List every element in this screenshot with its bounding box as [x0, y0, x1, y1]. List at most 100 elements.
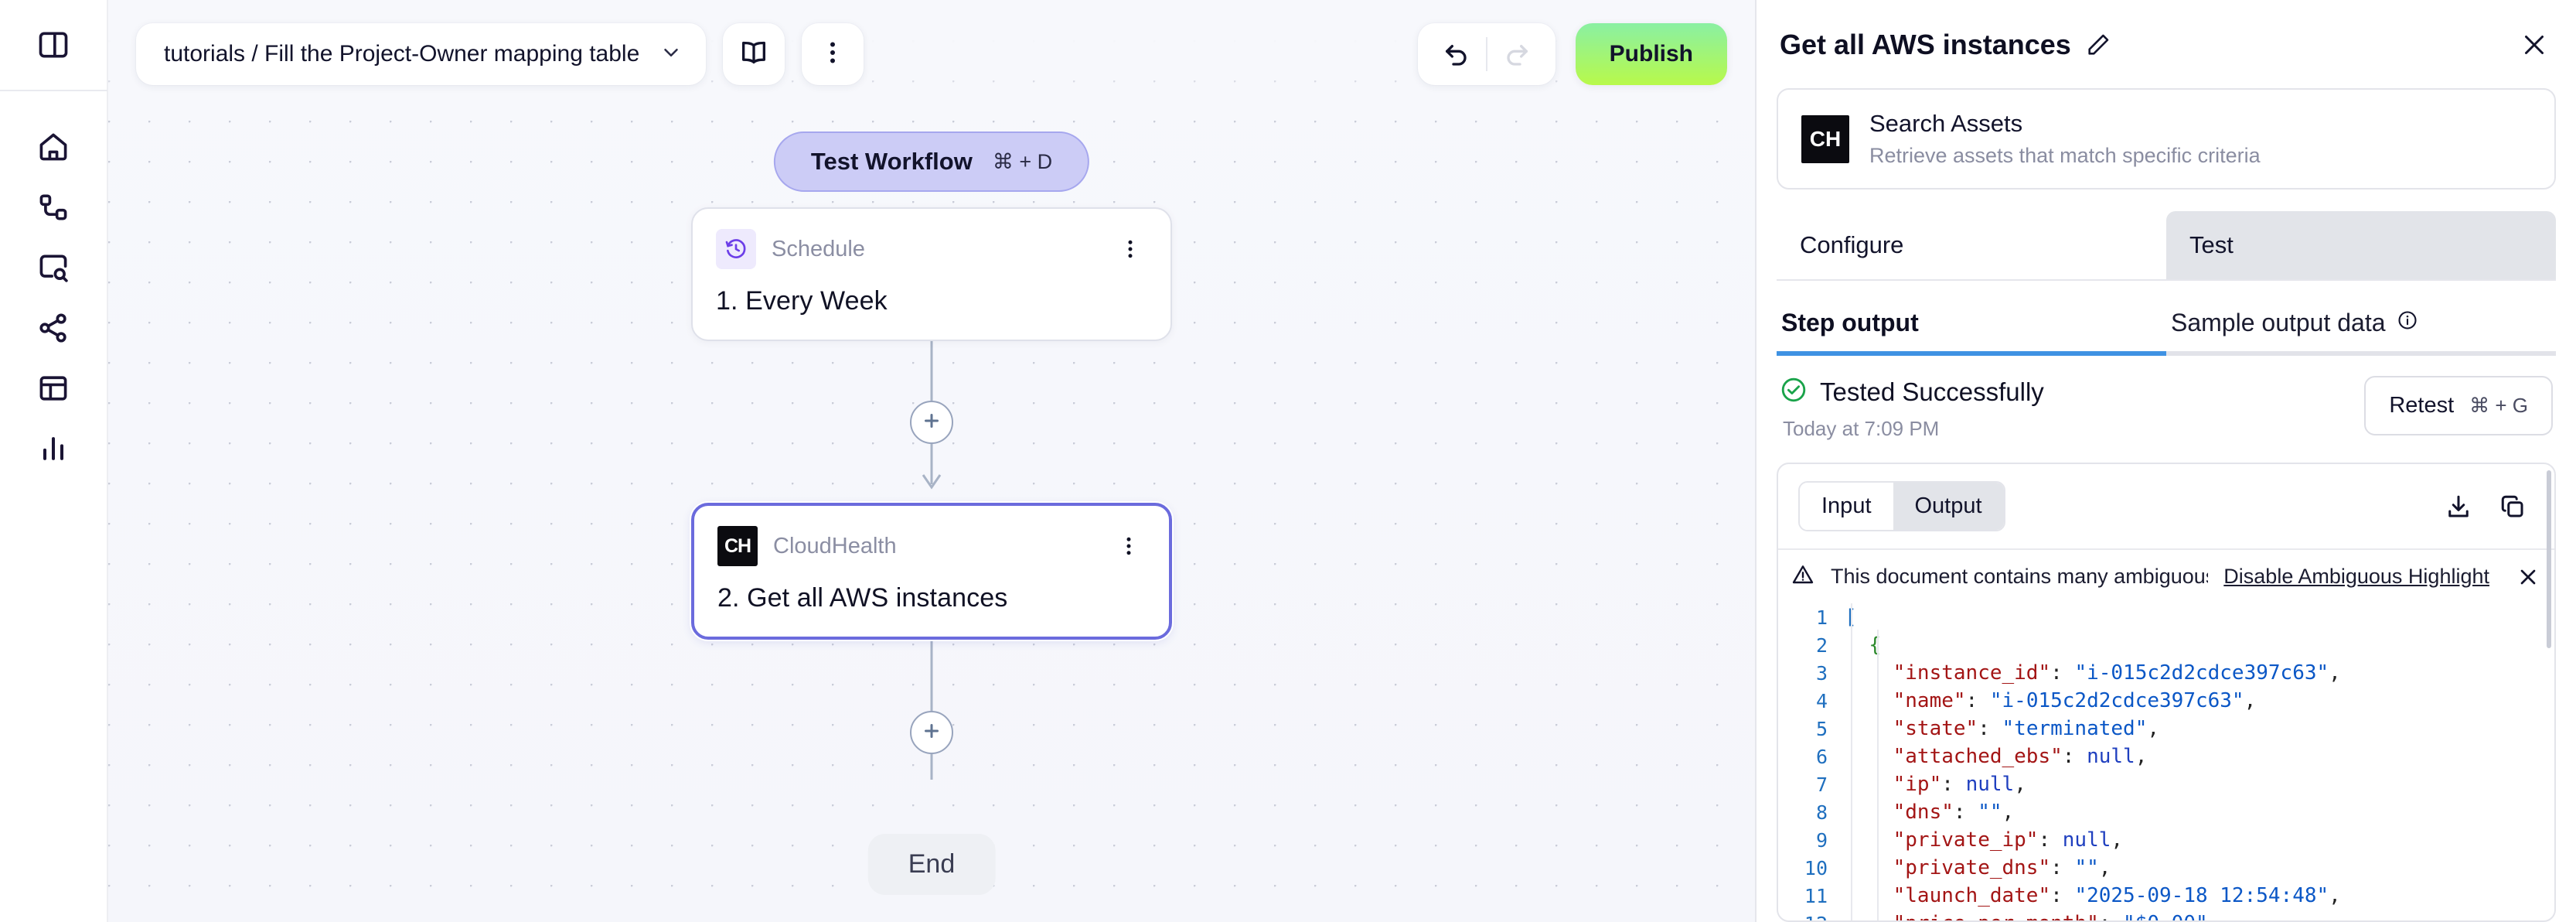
- redo-button[interactable]: [1487, 23, 1545, 85]
- retest-button[interactable]: Retest ⌘ + G: [2364, 376, 2553, 435]
- clock-icon: [716, 229, 756, 269]
- node-header: CH CloudHealth: [717, 526, 1146, 566]
- close-icon[interactable]: [2516, 26, 2553, 63]
- disable-ambiguous-highlight-link[interactable]: Disable Ambiguous Highlight: [2223, 565, 2489, 588]
- page-title: Get all AWS instances: [1780, 29, 2071, 60]
- line-number: 10: [1804, 856, 1828, 879]
- node-more-button[interactable]: [1113, 229, 1147, 269]
- undo-button[interactable]: [1429, 23, 1486, 85]
- workflow-node-schedule[interactable]: Schedule 1. Every Week: [691, 207, 1172, 341]
- code-text: [: [1845, 606, 1857, 629]
- tab-configure[interactable]: Configure: [1777, 211, 2166, 279]
- code-line: 7 "ip": null,: [1778, 770, 2554, 798]
- io-actions: [2445, 493, 2534, 521]
- canvas-more-button[interactable]: [802, 23, 864, 85]
- cloudhealth-logo-icon: CH: [1801, 114, 1849, 163]
- code-line: 8 "dns": "",: [1778, 798, 2554, 826]
- table-icon: [36, 371, 70, 405]
- book-icon: [738, 37, 769, 72]
- code-text: "instance_id": "i-015c2d2cdce397c63",: [1893, 661, 2341, 685]
- workflow-node-cloudhealth[interactable]: CH CloudHealth 2. Get all AWS instances: [691, 503, 1172, 640]
- line-number: 1: [1815, 606, 1828, 629]
- action-card[interactable]: CH Search Assets Retrieve assets that ma…: [1777, 88, 2556, 190]
- code-scrollbar[interactable]: [2547, 470, 2551, 648]
- io-segmented-control: Input Output: [1798, 481, 2005, 531]
- action-name: Search Assets: [1869, 110, 2023, 137]
- test-status-row: Tested Successfully Today at 7:09 PM Ret…: [1777, 376, 2556, 441]
- line-number: 7: [1815, 773, 1828, 796]
- sidebar-panel-icon: [36, 28, 70, 62]
- segment-output[interactable]: Output: [1893, 483, 2004, 530]
- warning-text: This document contains many ambiguous un…: [1831, 565, 2209, 588]
- sidebar-item-workflows[interactable]: [24, 178, 83, 237]
- subtab-underline: [1777, 351, 2556, 356]
- docs-button[interactable]: [723, 23, 785, 85]
- subtab-label: Sample output data: [2171, 309, 2386, 336]
- chevron-down-icon: [659, 41, 683, 68]
- test-workflow-shortcut: ⌘ + D: [992, 149, 1053, 173]
- workflow-nodes-icon: [36, 190, 70, 224]
- info-icon[interactable]: [2397, 309, 2418, 337]
- pencil-icon[interactable]: [2085, 32, 2111, 58]
- undo-redo-group: [1417, 23, 1555, 85]
- node-title: 1. Every Week: [716, 286, 888, 316]
- line-number: 4: [1815, 689, 1828, 712]
- node-more-button[interactable]: [1112, 526, 1146, 566]
- code-line: 11 "launch_date": "2025-09-18 12:54:48",: [1778, 882, 2554, 910]
- panel-header: Get all AWS instances: [1777, 0, 2556, 70]
- node-type-label: Schedule: [772, 236, 865, 261]
- sidebar-item-connections[interactable]: [24, 299, 83, 357]
- add-step-button-2[interactable]: [910, 711, 953, 754]
- io-output-box: Input Output: [1777, 463, 2556, 922]
- code-line: 4 "name": "i-015c2d2cdce397c63",: [1778, 687, 2554, 715]
- download-icon[interactable]: [2445, 493, 2472, 521]
- code-line: 10 "private_dns": "",: [1778, 854, 2554, 882]
- subtab-underline-inactive: [2166, 351, 2556, 356]
- canvas-toolbar: tutorials / Fill the Project-Owner mappi…: [136, 23, 1727, 85]
- sidebar-item-home[interactable]: [24, 118, 83, 176]
- share-nodes-icon: [36, 311, 70, 345]
- plus-icon: [920, 409, 943, 436]
- retest-label: Retest: [2389, 393, 2455, 418]
- subtab-sample-output-data[interactable]: Sample output data: [2166, 289, 2556, 351]
- line-number: 3: [1815, 661, 1828, 685]
- code-text: "attached_ebs": null,: [1893, 745, 2148, 768]
- sidebar-item-tables[interactable]: [24, 359, 83, 418]
- redo-icon: [1501, 37, 1532, 72]
- workflow-path-label: tutorials / Fill the Project-Owner mappi…: [164, 41, 640, 67]
- code-text: "ip": null,: [1893, 773, 2026, 796]
- sidebar-item-panel-toggle[interactable]: [24, 15, 83, 74]
- sidebar-item-analytics[interactable]: [24, 419, 83, 478]
- retest-shortcut: ⌘ + G: [2469, 394, 2528, 417]
- step-details-panel: Get all AWS instances CH Search Assets R…: [1755, 0, 2576, 922]
- workflow-canvas[interactable]: tutorials / Fill the Project-Owner mappi…: [108, 0, 1755, 922]
- test-workflow-button[interactable]: Test Workflow ⌘ + D: [773, 131, 1090, 192]
- publish-button[interactable]: Publish: [1575, 23, 1727, 85]
- close-icon[interactable]: [2516, 565, 2540, 589]
- action-description: Retrieve assets that match specific crit…: [1869, 144, 2261, 167]
- json-output-viewer[interactable]: 1[2 {3 "instance_id": "i-015c2d2cdce397c…: [1778, 603, 2554, 920]
- line-number: 12: [1778, 913, 1845, 921]
- node-title: 2. Get all AWS instances: [717, 583, 1008, 613]
- subtab-step-output[interactable]: Step output: [1781, 309, 1919, 336]
- search-square-icon: [36, 251, 70, 285]
- sidebar-item-search[interactable]: [24, 238, 83, 297]
- tab-test[interactable]: Test: [2166, 211, 2556, 279]
- segment-input[interactable]: Input: [1800, 483, 1893, 530]
- plus-icon: [920, 719, 943, 746]
- status-text: Tested Successfully: [1820, 377, 2044, 406]
- action-card-text: Search Assets Retrieve assets that match…: [1869, 110, 2261, 168]
- home-icon: [36, 130, 70, 164]
- add-step-button-1[interactable]: [910, 401, 953, 444]
- workflow-path-select[interactable]: tutorials / Fill the Project-Owner mappi…: [136, 23, 707, 85]
- code-gutter-line: [1851, 603, 1852, 920]
- code-line: 9 "private_ip": null,: [1778, 826, 2554, 854]
- line-number: 8: [1815, 801, 1828, 824]
- test-status-block: Tested Successfully Today at 7:09 PM: [1780, 376, 2044, 441]
- code-line: 1[: [1778, 603, 2554, 631]
- copy-icon[interactable]: [2499, 493, 2527, 521]
- status-badge: Tested Successfully: [1780, 376, 2044, 408]
- line-number: 6: [1815, 745, 1828, 768]
- connector-line-2: [930, 636, 933, 780]
- line-number: 5: [1815, 717, 1828, 740]
